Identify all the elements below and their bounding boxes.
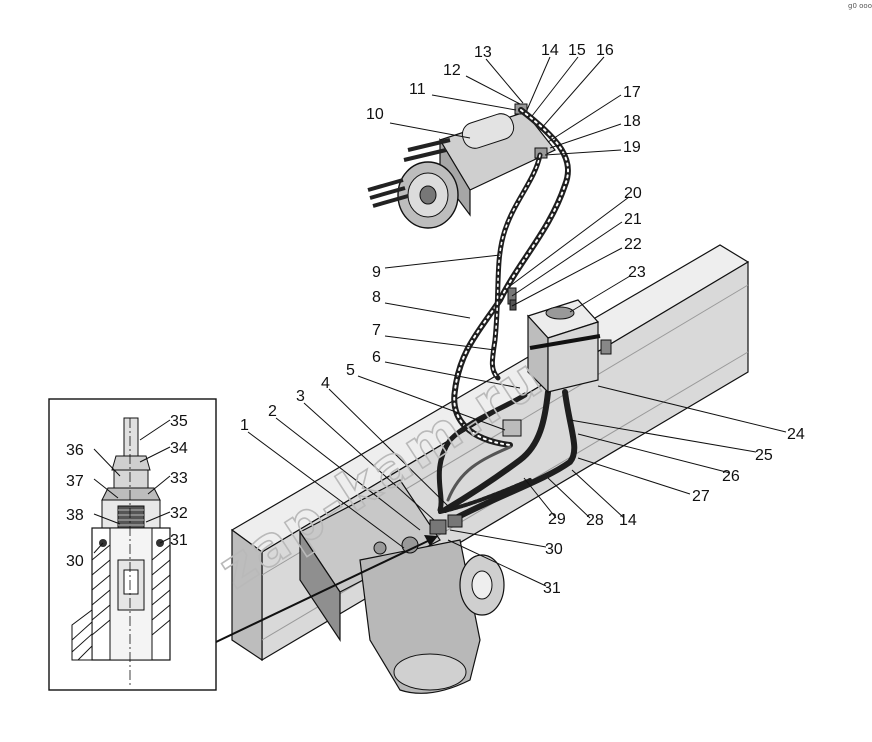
leader-lines [93, 56, 787, 587]
inset-callout-32: 32 [170, 505, 188, 522]
callout-2: 2 [268, 403, 277, 420]
callout-14: 14 [541, 42, 559, 59]
inset-callout-33: 33 [170, 470, 188, 487]
detail-pointer-arrow [215, 535, 438, 643]
detail-inset [48, 398, 217, 691]
inset-callout-30: 30 [66, 553, 84, 570]
callout-20: 20 [624, 185, 642, 202]
inset-callout-37: 37 [66, 473, 84, 490]
inset-callout-36: 36 [66, 442, 84, 459]
callout-8: 8 [372, 289, 381, 306]
callout-10: 10 [366, 106, 384, 123]
callout-13: 13 [474, 44, 492, 61]
callout-12: 12 [443, 62, 461, 79]
callout-25: 25 [755, 447, 773, 464]
callout-26: 26 [722, 468, 740, 485]
callout-6: 6 [372, 349, 381, 366]
corner-mark: g0 ooo [848, 2, 872, 10]
inset-callout-31: 31 [170, 532, 188, 549]
callout-15: 15 [568, 42, 586, 59]
callout-4: 4 [321, 375, 330, 392]
callout-19: 19 [623, 139, 641, 156]
callout-16: 16 [596, 42, 614, 59]
callout-1: 1 [240, 417, 249, 434]
callout-29: 29 [548, 511, 566, 528]
callout-11: 11 [409, 81, 426, 98]
callout-23: 23 [628, 264, 646, 281]
callout-22: 22 [624, 236, 642, 253]
callout-9: 9 [372, 264, 381, 281]
callout-labels: 1 2 3 4 5 6 7 8 9 10 11 12 13 14 15 16 1… [66, 42, 805, 597]
reservoir-tank [507, 287, 612, 394]
callout-31: 31 [543, 580, 561, 597]
callout-21: 21 [624, 211, 642, 228]
power-steering-pump [367, 103, 556, 229]
inset-callout-35: 35 [170, 413, 188, 430]
inset-callout-38: 38 [66, 507, 84, 524]
callout-24: 24 [787, 426, 805, 443]
inset-callout-34: 34 [170, 440, 188, 457]
steering-gearbox [299, 479, 505, 694]
callout-5: 5 [346, 362, 355, 379]
callout-18: 18 [623, 113, 641, 130]
callout-17: 17 [623, 84, 641, 101]
callout-14-lower: 14 [619, 512, 637, 529]
callout-7: 7 [372, 322, 381, 339]
callout-27: 27 [692, 488, 710, 505]
hose-lines [436, 107, 578, 523]
callout-3: 3 [296, 388, 305, 405]
callout-30: 30 [545, 541, 563, 558]
callout-28: 28 [586, 512, 604, 529]
